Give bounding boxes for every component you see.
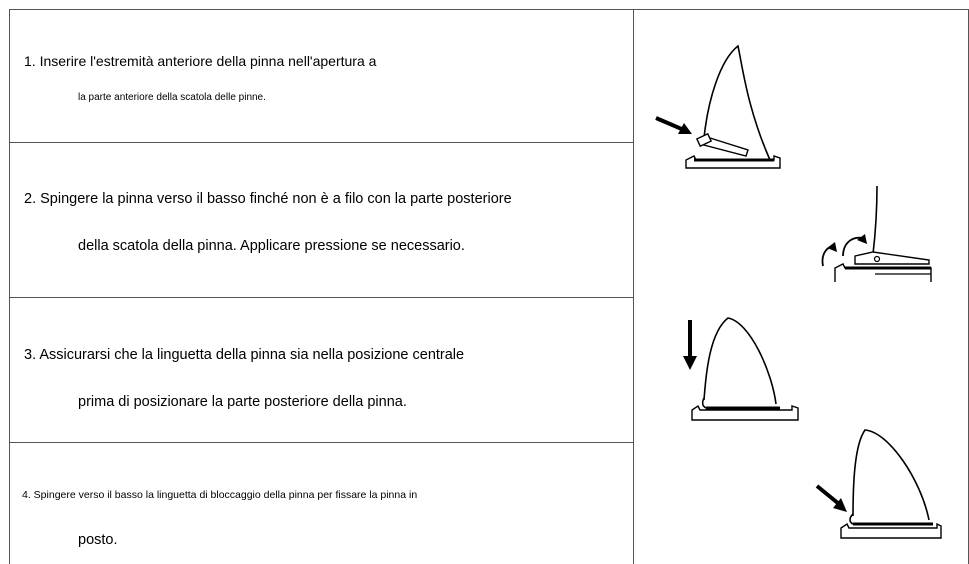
fin-tab-center-illustration (683, 317, 799, 421)
step-4-line-1: 4. Spingere verso il basso la linguetta … (22, 489, 418, 501)
step-2-line-2: della scatola della pinna. Applicare pre… (78, 238, 465, 254)
step-3-line-2: prima di posizionare la parte posteriore… (78, 394, 407, 410)
fin-insert-front-illustration (655, 44, 781, 169)
row-divider-1 (9, 142, 633, 143)
table-top-border (9, 9, 969, 10)
step-1-line-1: 1. Inserire l'estremità anteriore della … (24, 53, 377, 69)
step-3-line-1: 3. Assicurarsi che la linguetta della pi… (24, 347, 465, 363)
step-4-line-2: posto. (78, 532, 118, 548)
row-divider-2 (9, 297, 633, 298)
table-left-border (9, 9, 10, 564)
step-1-line-2: la parte anteriore della scatola delle p… (78, 92, 266, 103)
fin-push-down-flush-illustration (821, 185, 932, 282)
table-column-divider (633, 9, 634, 564)
row-divider-3 (9, 442, 633, 443)
step-2-line-1: 2. Spingere la pinna verso il basso finc… (24, 191, 512, 207)
fin-lock-tab-illustration (815, 429, 942, 539)
